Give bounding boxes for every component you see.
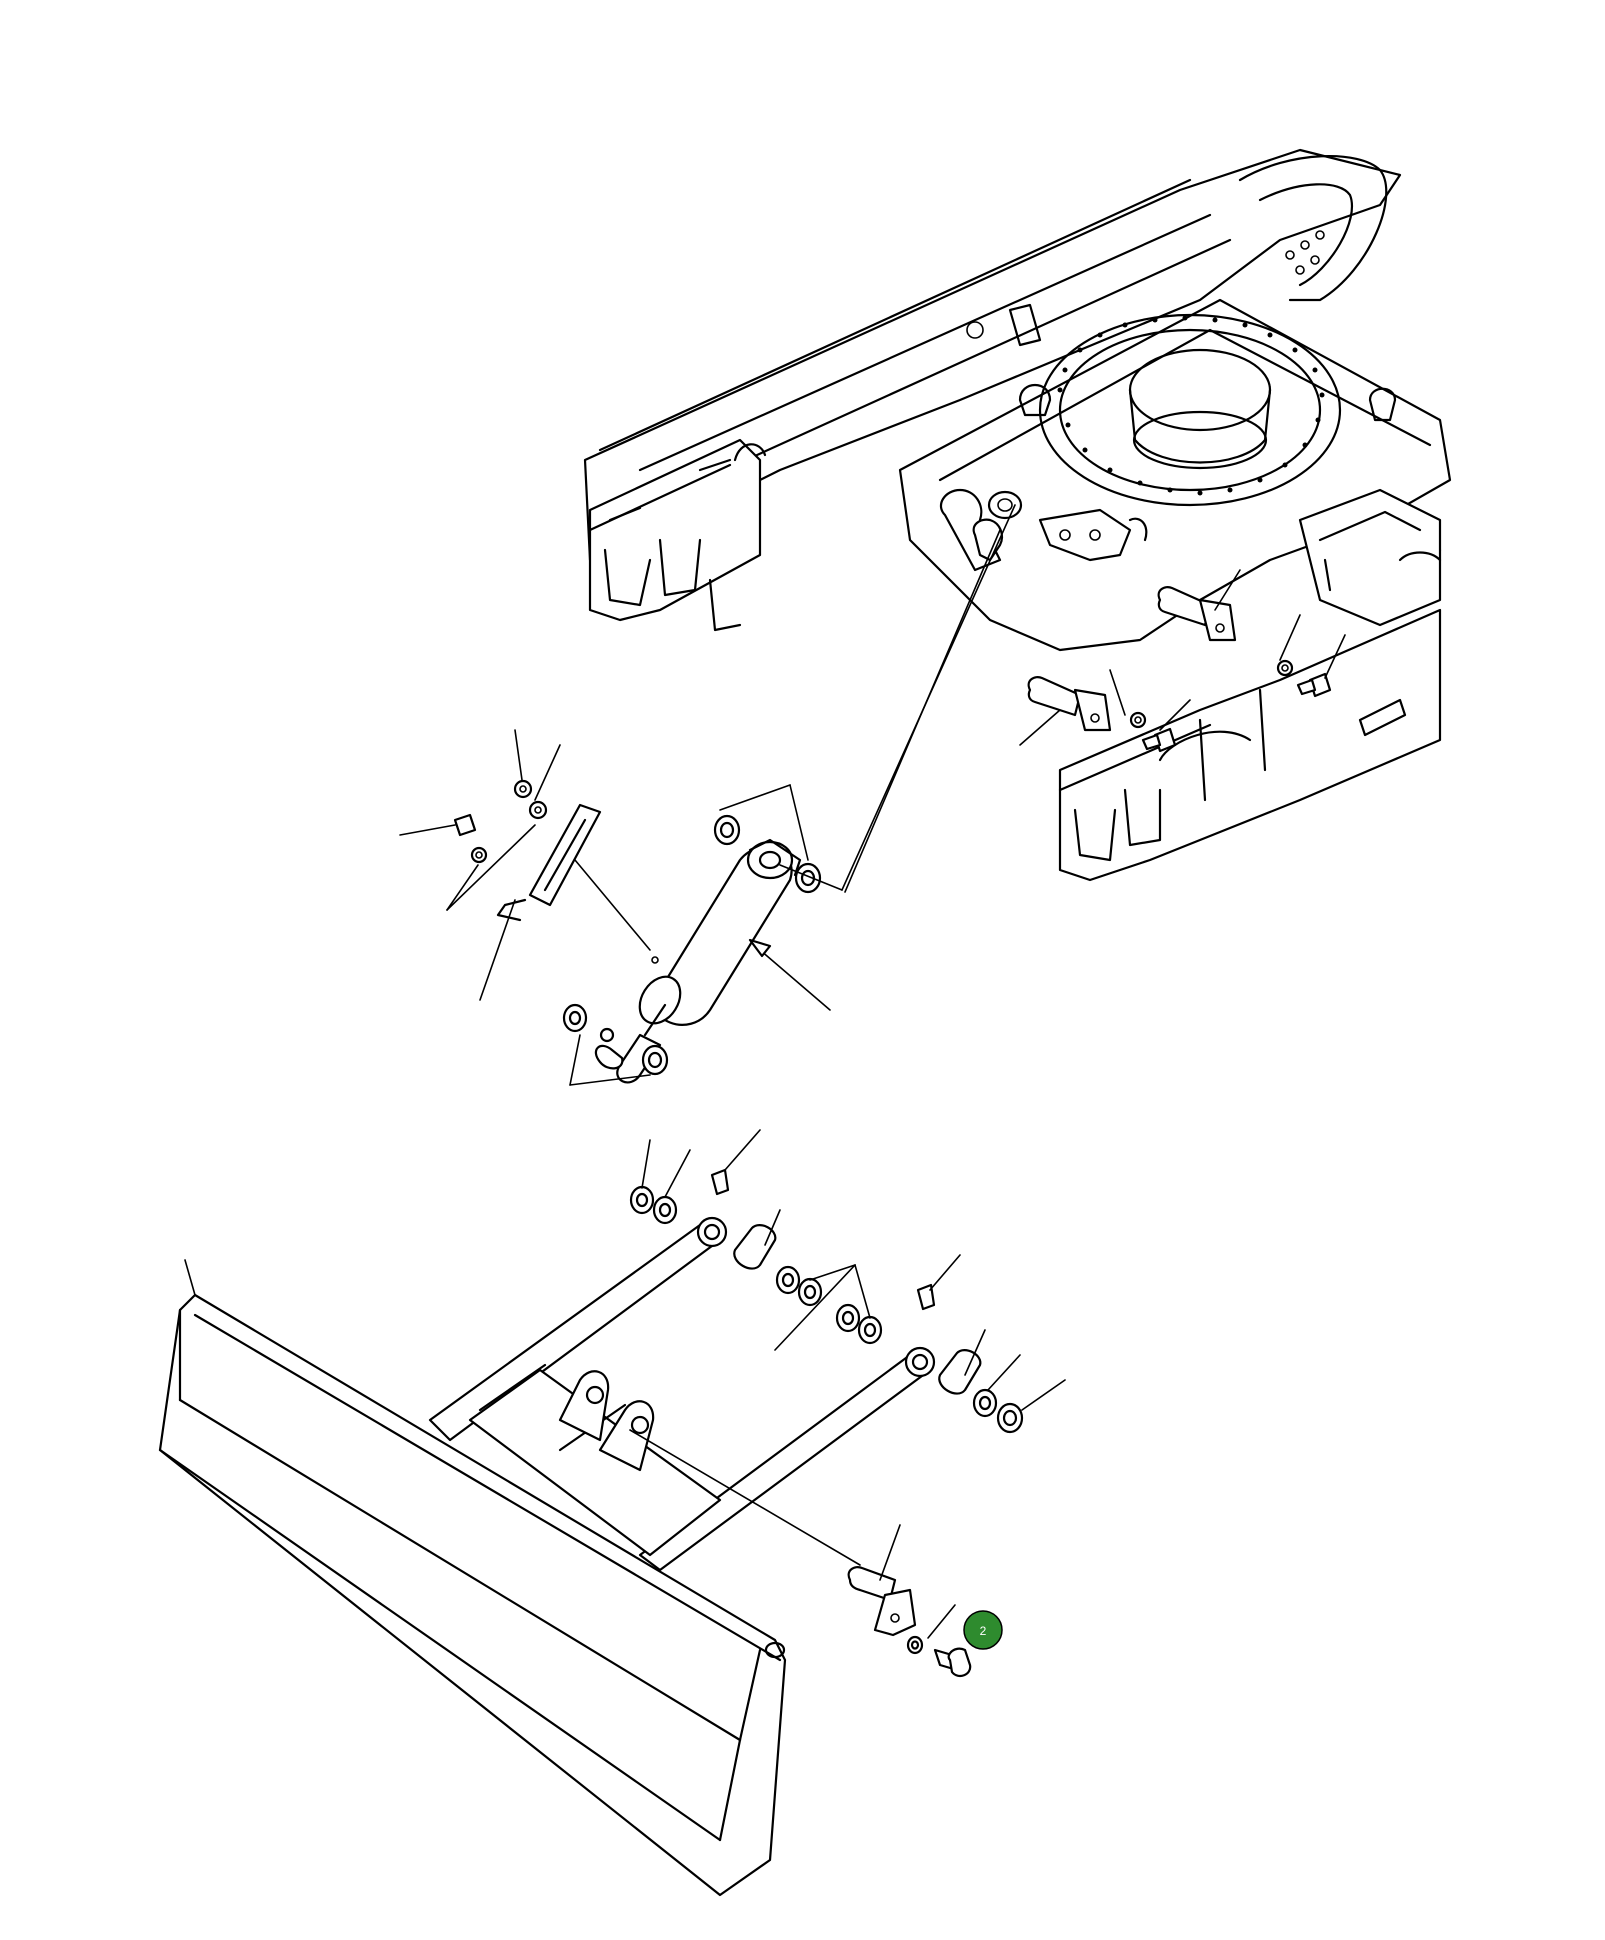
cylinder-bracket bbox=[453, 779, 602, 922]
frame-leaders bbox=[1019, 569, 1346, 746]
frame-pin-upper bbox=[1157, 586, 1332, 698]
cylinder-washers bbox=[562, 814, 822, 1076]
callout-2-label: 2 bbox=[980, 1624, 987, 1638]
callout-2-circle[interactable] bbox=[963, 1610, 1003, 1650]
undercarriage-frame bbox=[583, 148, 1452, 882]
frame-pin-lower bbox=[1027, 676, 1177, 753]
blade-leaders-upper bbox=[184, 1129, 1066, 1411]
blade-clevis-brackets bbox=[558, 1370, 861, 1566]
blade-pin-assembly bbox=[847, 1524, 972, 1678]
cylinder-leaders bbox=[399, 504, 1016, 1086]
blade-push-arms bbox=[428, 1216, 936, 1572]
slew-ring-bolts bbox=[1057, 315, 1325, 496]
blade-cylinder bbox=[594, 838, 831, 1084]
blade-washers-upper bbox=[629, 1168, 1024, 1434]
dozer-blade bbox=[158, 1293, 787, 1897]
callout-2[interactable]: 2 bbox=[963, 1610, 1003, 1650]
